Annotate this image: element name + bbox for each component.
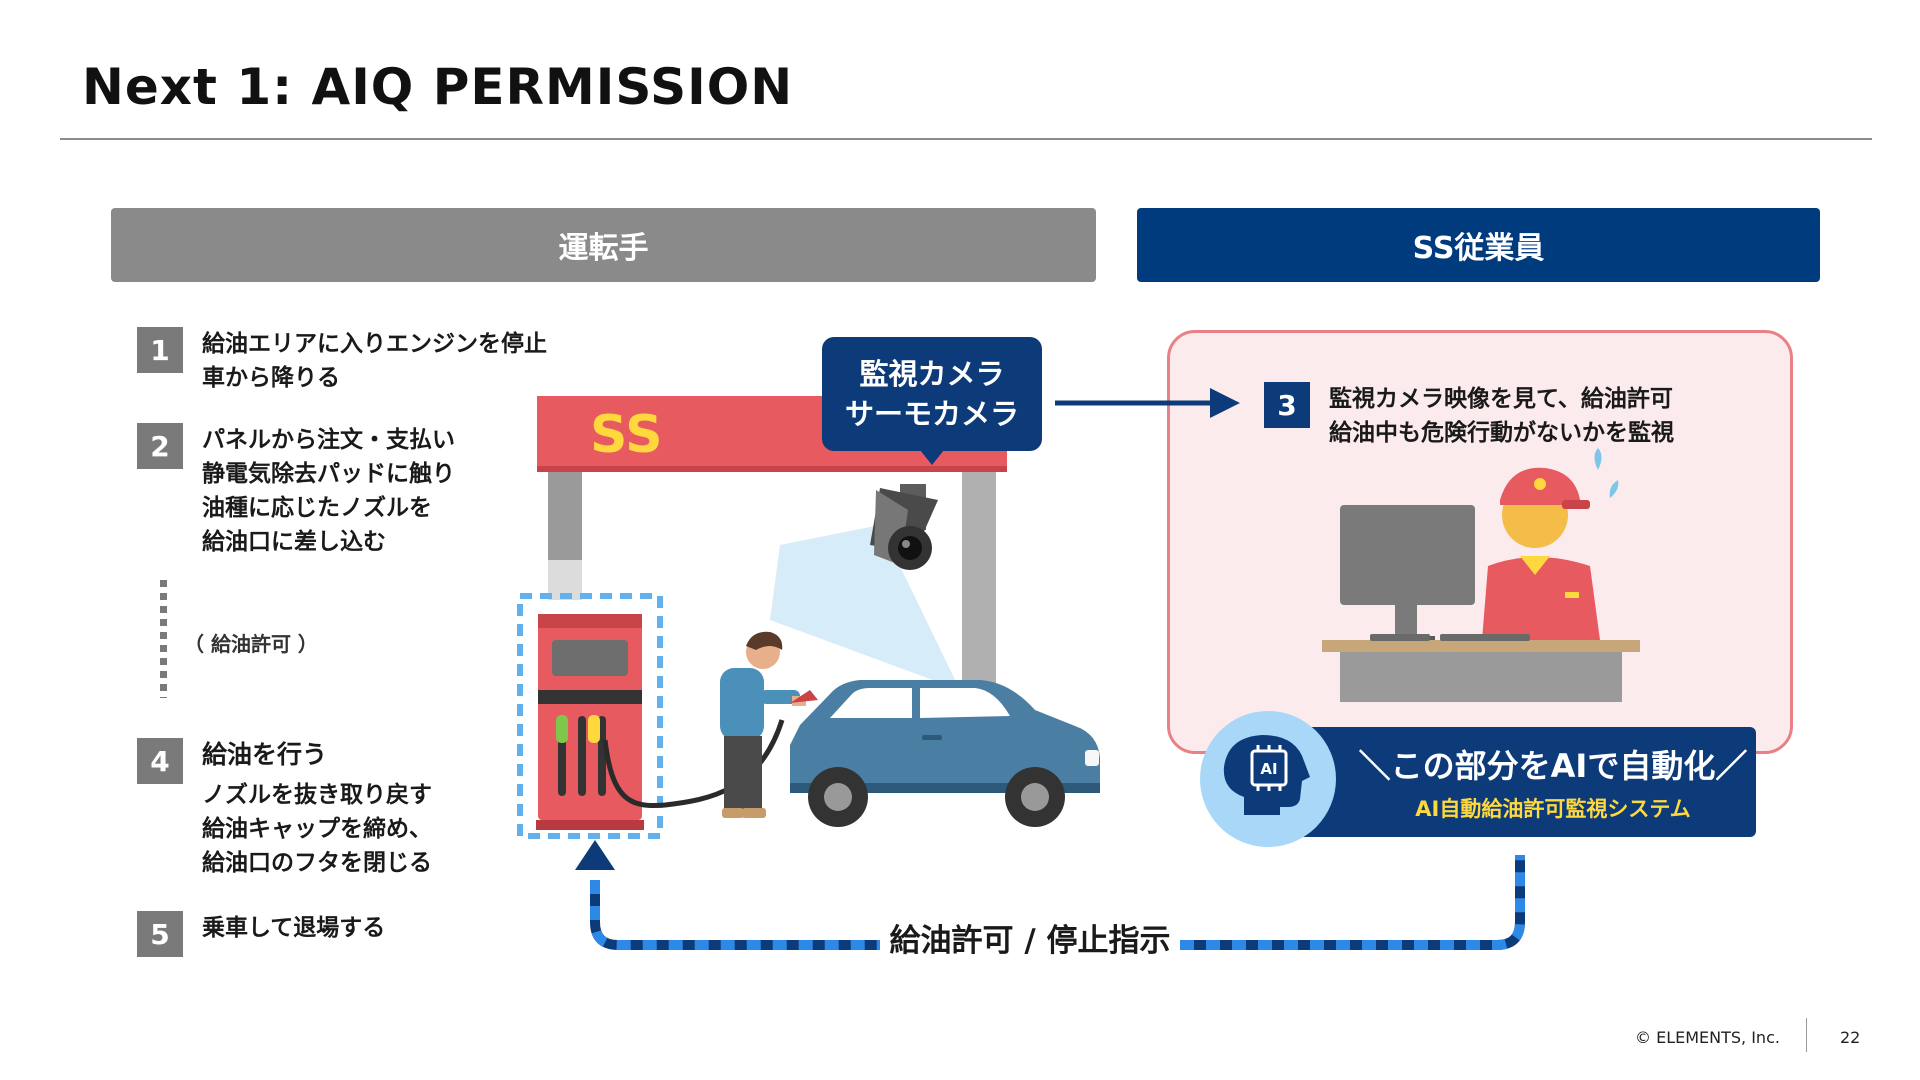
permit-note: （ 給油許可 ） bbox=[184, 632, 318, 656]
step-text: 給油口に差し込む bbox=[202, 529, 386, 555]
title-divider bbox=[60, 138, 1872, 140]
ai-banner-subtitle: AI自動給油許可監視システム bbox=[1415, 797, 1691, 821]
step-4: 4 給油を行う ノズルを抜き取り戻す 給油キャップを締め、 給油口のフタを閉じる bbox=[137, 738, 432, 880]
pump-dashed-frame bbox=[517, 593, 663, 839]
car-icon bbox=[790, 680, 1100, 827]
page-number: 22 bbox=[1840, 1028, 1861, 1047]
driver-header: 運転手 bbox=[111, 208, 1096, 282]
dotted-connector bbox=[160, 580, 167, 698]
step-text: 車から降りる bbox=[202, 365, 340, 391]
loop-path-right bbox=[1180, 855, 1525, 950]
step-2: 2 パネルから注文・支払い 静電気除去パッドに触り 油種に応じたノズルを 給油口… bbox=[137, 423, 455, 559]
desk-icon bbox=[1322, 634, 1640, 702]
loop-arrow-head bbox=[575, 840, 615, 870]
loop-label: 給油許可 / 停止指示 bbox=[880, 915, 1180, 960]
fuel-pump-icon bbox=[536, 614, 644, 830]
ai-head-icon: AI bbox=[1200, 711, 1336, 847]
step-number: 3 bbox=[1264, 382, 1310, 428]
page-title: Next 1: AIQ PERMISSION bbox=[82, 58, 794, 116]
step-text: 監視カメラ映像を見て、給油許可 bbox=[1329, 386, 1673, 412]
station-sign-text: SS bbox=[590, 405, 663, 465]
step-number: 4 bbox=[137, 738, 183, 784]
camera-icon bbox=[870, 484, 938, 570]
step-heading: 給油を行う bbox=[202, 740, 328, 769]
step-text: 油種に応じたノズルを bbox=[202, 495, 432, 521]
camera-beam bbox=[770, 525, 960, 690]
loop-path-left bbox=[590, 880, 880, 950]
step-text: 給油中も危険行動がないかを監視 bbox=[1329, 420, 1674, 446]
monitor-icon bbox=[1340, 505, 1475, 644]
step-number: 1 bbox=[137, 327, 183, 373]
staff-header: SS従業員 bbox=[1137, 208, 1820, 282]
step-number: 2 bbox=[137, 423, 183, 469]
step-text: 給油口のフタを閉じる bbox=[202, 850, 432, 876]
footer-copyright: © ELEMENTS, Inc. bbox=[1635, 1028, 1780, 1047]
canopy-pillar-right bbox=[962, 470, 996, 690]
staff-person-icon bbox=[1482, 448, 1619, 640]
step-text: 乗車して退場する bbox=[202, 915, 386, 941]
ai-chip-text: AI bbox=[1260, 760, 1277, 778]
step-text: 静電気除去パッドに触り bbox=[202, 461, 455, 487]
step-text: パネルから注文・支払い bbox=[202, 427, 455, 453]
ai-automation-banner: ＼この部分をAIで自動化／ AI自動給油許可監視システム bbox=[1268, 727, 1756, 837]
camera-label-line2: サーモカメラ bbox=[844, 397, 1019, 431]
ai-banner-title: ＼この部分をAIで自動化／ bbox=[1358, 747, 1748, 785]
camera-label-line1: 監視カメラ bbox=[859, 357, 1005, 391]
footer-separator bbox=[1806, 1018, 1807, 1052]
step-3: 3 監視カメラ映像を見て、給油許可 給油中も危険行動がないかを監視 bbox=[1264, 382, 1674, 450]
step-text: 給油キャップを締め、 bbox=[202, 816, 432, 842]
driver-person-icon bbox=[720, 631, 818, 818]
step-text: 給油エリアに入りエンジンを停止 bbox=[202, 331, 547, 357]
camera-label: 監視カメラ サーモカメラ bbox=[822, 337, 1042, 465]
step-text: ノズルを抜き取り戻す bbox=[202, 782, 432, 808]
step-number: 5 bbox=[137, 911, 183, 957]
step-1: 1 給油エリアに入りエンジンを停止 車から降りる bbox=[137, 327, 547, 395]
step-5: 5 乗車して退場する bbox=[137, 911, 385, 957]
